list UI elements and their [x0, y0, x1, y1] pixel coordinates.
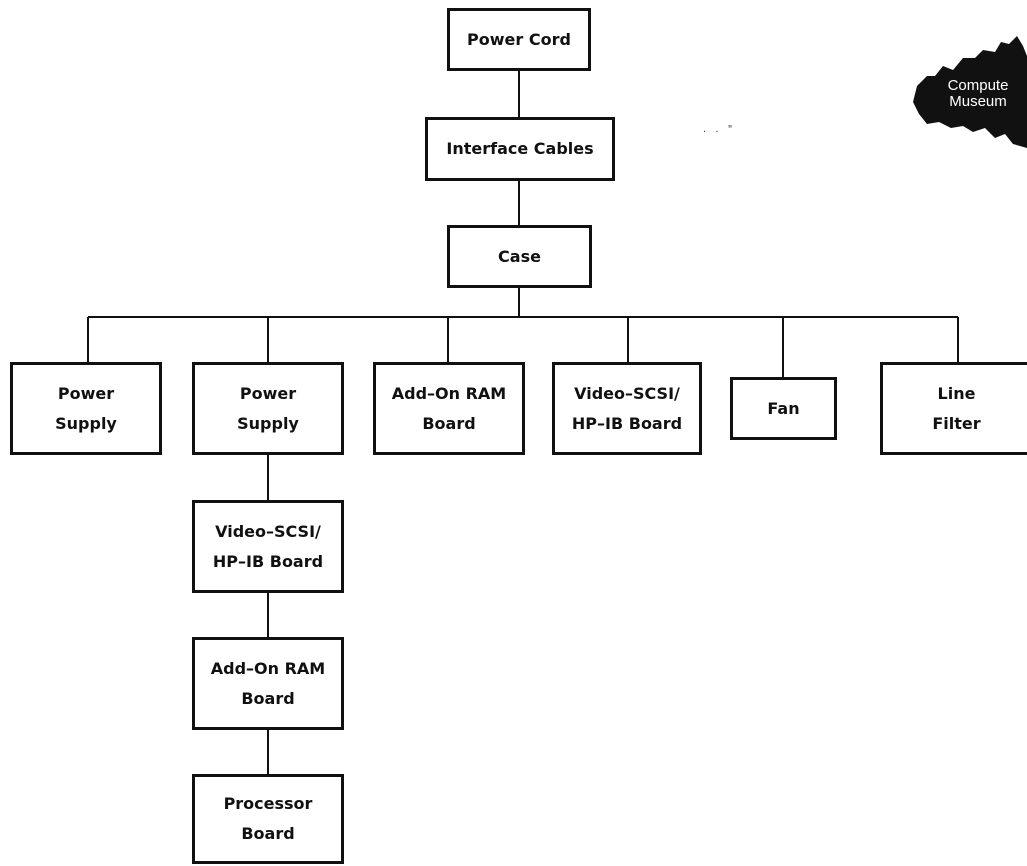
node-label: Interface Cables	[446, 139, 594, 158]
node-label-line-2: Board	[422, 413, 476, 433]
node-addon-ram-board-1: Add–On RAM Board	[373, 362, 525, 455]
node-label-line-2: Board	[241, 824, 295, 843]
node-video-scsi-board-2: Video–SCSI/ HP–IB Board	[192, 500, 344, 593]
node-label-line-1: Video–SCSI/	[215, 521, 321, 541]
node-label-line-1: Power	[239, 383, 297, 403]
australia-map-icon	[913, 36, 1027, 148]
node-processor-board: Processor Board	[192, 774, 344, 864]
node-label-line-1: Video–SCSI/	[574, 383, 680, 403]
node-label-line-1: Power	[57, 383, 115, 403]
node-label-line-2: Filter	[932, 413, 981, 433]
node-label-line-1: Line	[937, 383, 976, 403]
node-label: Power Cord	[467, 29, 571, 49]
node-label-line-1: Add–On RAM	[391, 383, 507, 403]
computer-museum-logo: Compute Museum	[913, 36, 1027, 148]
node-video-scsi-board-1: Video–SCSI/ HP–IB Board	[552, 362, 702, 455]
logo-line-2: Museum	[949, 93, 1007, 110]
node-power-cord: Power Cord	[447, 8, 591, 71]
node-power-supply-1: Power Supply	[10, 362, 162, 455]
node-label-line-2: Supply	[55, 413, 117, 433]
node-case: Case	[447, 225, 592, 288]
node-power-supply-2: Power Supply	[192, 362, 344, 455]
logo-text: Compute Museum	[913, 78, 1027, 110]
node-interface-cables: Interface Cables	[425, 117, 615, 181]
node-label-line-2: HP–IB Board	[571, 413, 683, 433]
node-fan: Fan	[730, 377, 837, 440]
node-label-line-2: Supply	[237, 413, 299, 433]
logo-line-1: Compute	[947, 77, 1009, 94]
node-label: Case	[498, 246, 541, 266]
node-label-line-2: HP–IB Board	[212, 551, 324, 571]
node-label-line-1: Processor	[223, 794, 313, 813]
scan-specks: . . "	[703, 124, 736, 135]
node-line-filter: Line Filter	[880, 362, 1027, 455]
node-label-line-1: Add–On RAM	[210, 658, 326, 678]
node-addon-ram-board-2: Add–On RAM Board	[192, 637, 344, 730]
node-label: Fan	[767, 398, 800, 418]
node-label-line-2: Board	[241, 688, 295, 708]
